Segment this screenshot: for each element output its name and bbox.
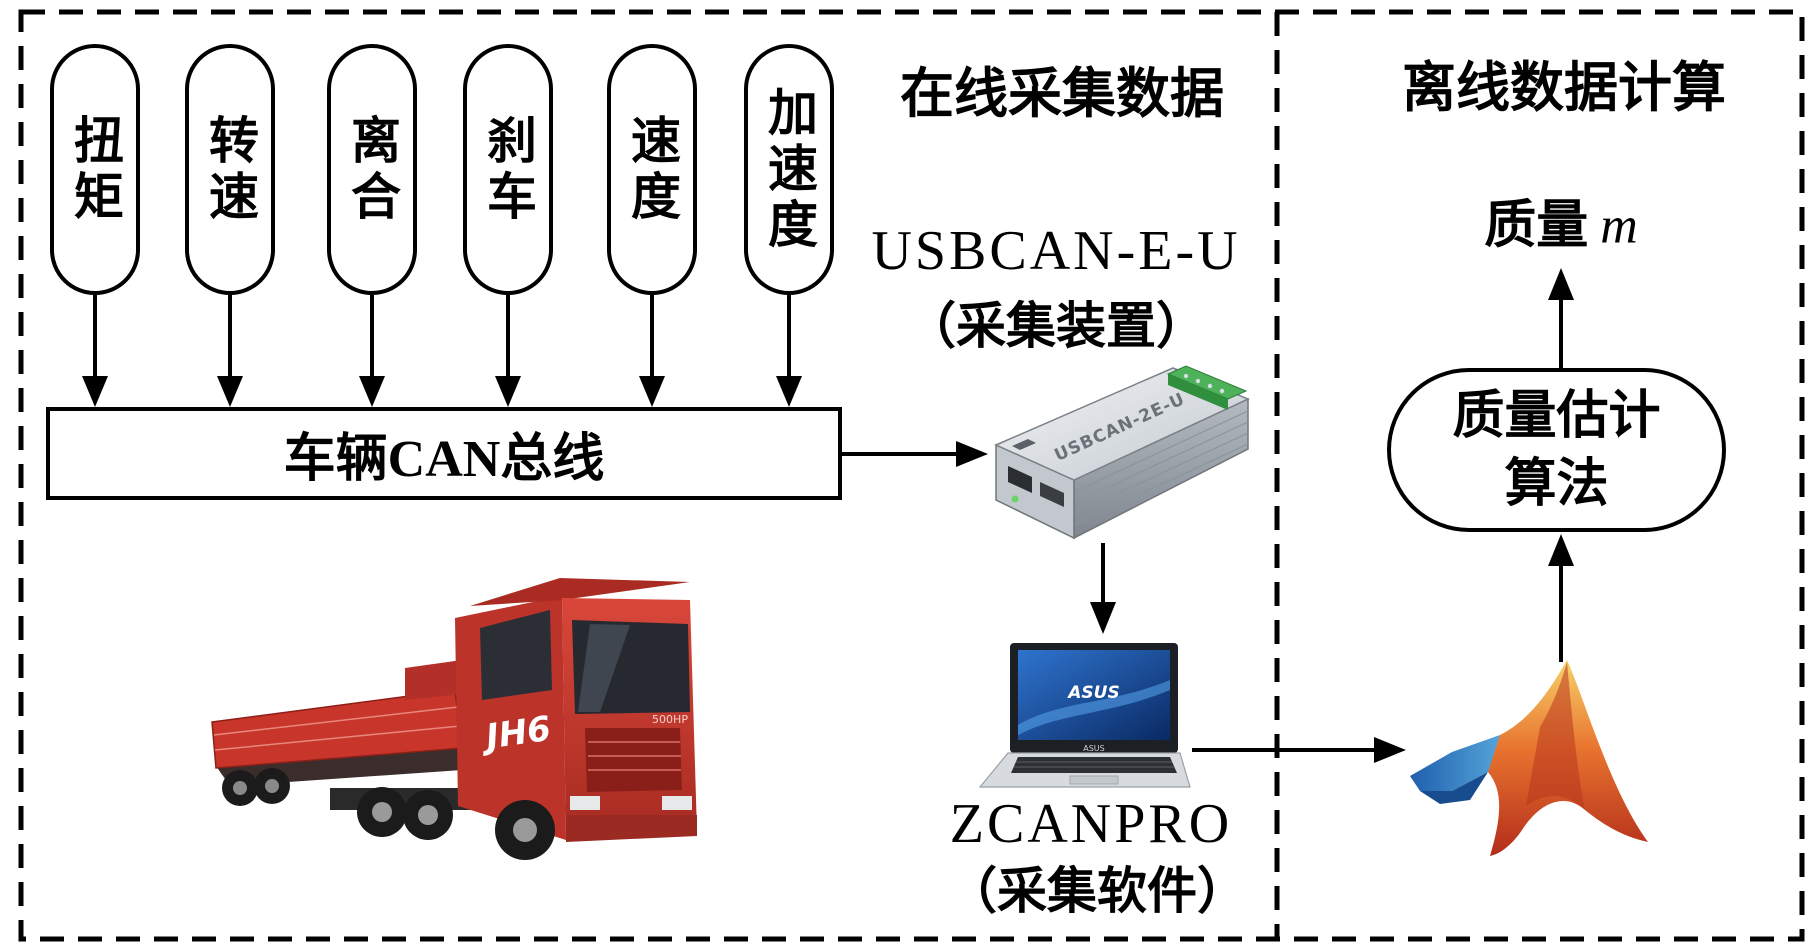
arrow-clutch-to-bus	[359, 295, 385, 407]
headlight-right	[662, 796, 692, 810]
online-section-title: 在线采集数据	[900, 61, 1224, 125]
arrow-laptop-to-matlab	[1192, 737, 1406, 763]
signal-node-acceleration: 加速度	[744, 44, 834, 295]
status-led-icon	[1011, 495, 1019, 503]
headlight-left	[570, 796, 600, 810]
device-role: （采集装置）	[906, 296, 1206, 355]
can-bus-box: 车辆CAN总线	[46, 407, 842, 500]
arrow-matlab-to-algorithm	[1548, 534, 1574, 662]
arrow-speed-rpm-to-bus	[217, 295, 243, 407]
matlab-logo-shadow	[1526, 662, 1585, 810]
usbcan-device-image: USBCAN-2E-U	[994, 365, 1250, 540]
signal-label: 离合	[343, 113, 402, 226]
arrow-bus-to-device	[842, 441, 988, 467]
signal-label: 刹车	[479, 113, 538, 226]
signal-label: 扭矩	[66, 113, 125, 226]
algorithm-label-line-1: 质量估计	[1452, 385, 1661, 447]
matlab-logo	[1410, 660, 1648, 856]
tractor-rear-wheels	[357, 787, 453, 840]
laptop-image: ASUS ASUS	[978, 643, 1191, 788]
terminal-block-front	[1168, 374, 1228, 410]
truck-front-wheel	[495, 800, 555, 860]
laptop-touchpad	[1069, 775, 1119, 785]
device-name: USBCAN-E-U	[871, 220, 1241, 282]
arrow-acceleration-to-bus	[776, 295, 802, 407]
algorithm-label-line-2: 算法	[1504, 453, 1609, 514]
screen-swoosh	[1018, 680, 1170, 735]
device-top-face	[994, 367, 1250, 481]
truck-power-badge: 500HP	[652, 713, 688, 726]
cab-bumper	[566, 815, 697, 842]
signal-label: 速度	[623, 113, 682, 226]
db9-port-icon	[1040, 482, 1064, 507]
arrow-device-to-laptop	[1090, 543, 1116, 634]
arrow-brake-to-bus	[495, 295, 521, 407]
outer-dashed-frame	[18, 9, 1805, 942]
bezel-brand-logo: ASUS	[1083, 744, 1104, 753]
laptop-keyboard	[1011, 757, 1177, 773]
signal-label: 加速度	[760, 85, 819, 254]
keyboard-keys	[1014, 761, 1174, 768]
device-ribs	[1073, 410, 1249, 526]
cab-grille	[585, 728, 682, 792]
output-label: 质量	[1484, 194, 1589, 256]
truck-side-badge: JH6	[478, 709, 554, 758]
signal-node-torque: 扭矩	[50, 44, 140, 295]
terminal-block-top	[1166, 365, 1248, 400]
signal-arrows	[82, 295, 802, 407]
windshield-reflection	[578, 624, 630, 712]
arrow-algorithm-to-output	[1548, 268, 1574, 368]
mass-estimation-algorithm-node: 质量估计 算法	[1387, 368, 1726, 532]
grille-bars	[588, 741, 681, 771]
cab-side-window	[480, 610, 552, 700]
usb-port-icon	[1008, 466, 1032, 493]
software-role: （采集软件）	[947, 861, 1247, 920]
truck-image: JH6 500HP	[211, 578, 697, 860]
screen-brand-logo: ASUS	[1066, 683, 1119, 703]
software-name: ZCANPRO	[949, 793, 1233, 855]
trailer-wheels	[222, 768, 290, 806]
signal-label: 转速	[201, 113, 260, 226]
cab-roof-fairing	[470, 578, 690, 606]
trailer-slats	[213, 706, 461, 751]
trailer-headboard	[405, 660, 462, 700]
arrow-velocity-to-bus	[639, 295, 665, 407]
offline-section-title: 离线数据计算	[1402, 55, 1726, 119]
signal-node-clutch: 离合	[327, 44, 417, 295]
terminal-screws	[1183, 373, 1225, 394]
signal-node-rpm: 转速	[185, 44, 275, 295]
can-bus-label: 车辆CAN总线	[283, 431, 605, 488]
output-symbol: m	[1600, 197, 1638, 255]
signal-node-velocity: 速度	[607, 44, 697, 295]
device-logo-mark	[1012, 439, 1036, 450]
arrow-torque-to-bus	[82, 295, 108, 407]
signal-node-brake: 刹车	[463, 44, 553, 295]
matlab-logo-blue-edge	[1420, 772, 1488, 804]
